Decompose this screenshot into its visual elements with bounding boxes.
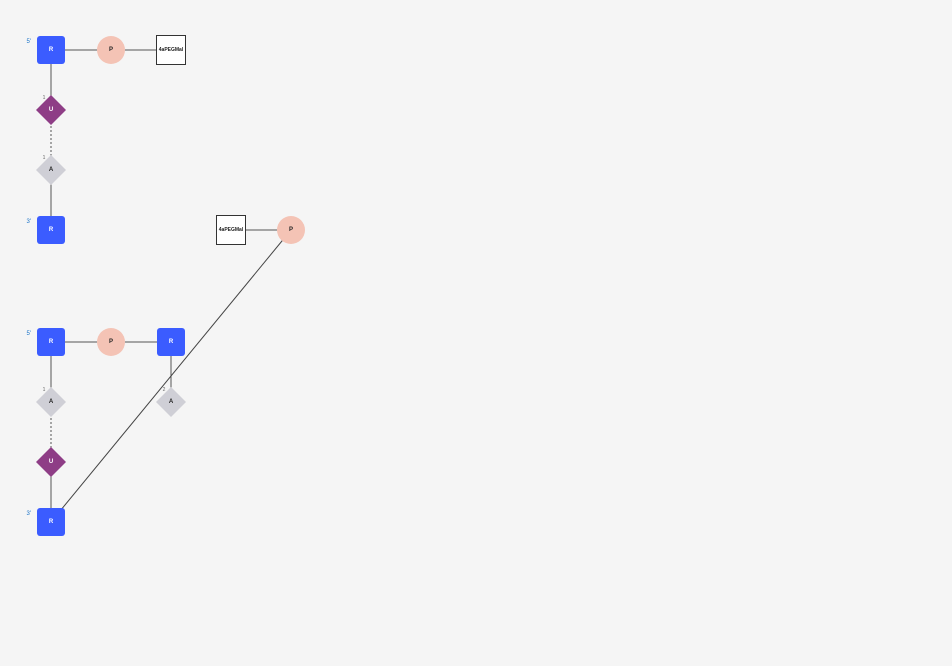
phosphate-node-p1[interactable]: P (97, 36, 125, 64)
strand2-edges (50, 229, 292, 523)
modifier-label: 4aPEGMal (219, 227, 244, 233)
modifier-label: 4aPEGMal (159, 47, 184, 53)
phosphate-node-p3[interactable]: P (97, 328, 125, 356)
index-label-a2: 1 (43, 387, 46, 393)
phosphate-label: P (109, 339, 113, 345)
sugar-label: R (169, 339, 174, 345)
base-node-u2[interactable]: U (36, 447, 66, 477)
edge-r5-p2-long (50, 229, 292, 523)
sugar-node-r3[interactable]: R (37, 328, 65, 356)
phosphate-label: P (109, 47, 113, 53)
phosphate-node-p2[interactable]: P (277, 216, 305, 244)
sugar-node-r2[interactable]: R (37, 216, 65, 244)
modifier-node-mod1[interactable]: 4aPEGMal (156, 35, 186, 65)
base-node-a3[interactable]: A (156, 387, 186, 417)
base-label: A (49, 399, 54, 405)
base-node-a1[interactable]: A (36, 155, 66, 185)
index-label-a1: 1 (43, 155, 46, 161)
base-node-a2[interactable]: A (36, 387, 66, 417)
sugar-node-r5[interactable]: R (37, 508, 65, 536)
modifier-node-mod2[interactable]: 4aPEGMal (216, 215, 246, 245)
base-node-u1[interactable]: U (36, 95, 66, 125)
base-label: A (169, 399, 174, 405)
base-label: U (49, 459, 53, 465)
three-prime-label-2: 3' (27, 511, 31, 517)
sugar-node-r1[interactable]: R (37, 36, 65, 64)
sugar-node-r4[interactable]: R (157, 328, 185, 356)
base-label: U (49, 107, 53, 113)
sugar-label: R (49, 47, 54, 53)
five-prime-label-1: 5' (27, 39, 31, 45)
index-label-a3: 2 (163, 387, 166, 393)
five-prime-label-2: 5' (27, 331, 31, 337)
index-label-u1: 1 (43, 95, 46, 101)
sugar-label: R (49, 339, 54, 345)
phosphate-label: P (289, 227, 293, 233)
sugar-label: R (49, 519, 54, 525)
three-prime-label-1: 3' (27, 219, 31, 225)
strand1-edges (50, 49, 171, 230)
base-label: A (49, 167, 54, 173)
sugar-label: R (49, 227, 54, 233)
